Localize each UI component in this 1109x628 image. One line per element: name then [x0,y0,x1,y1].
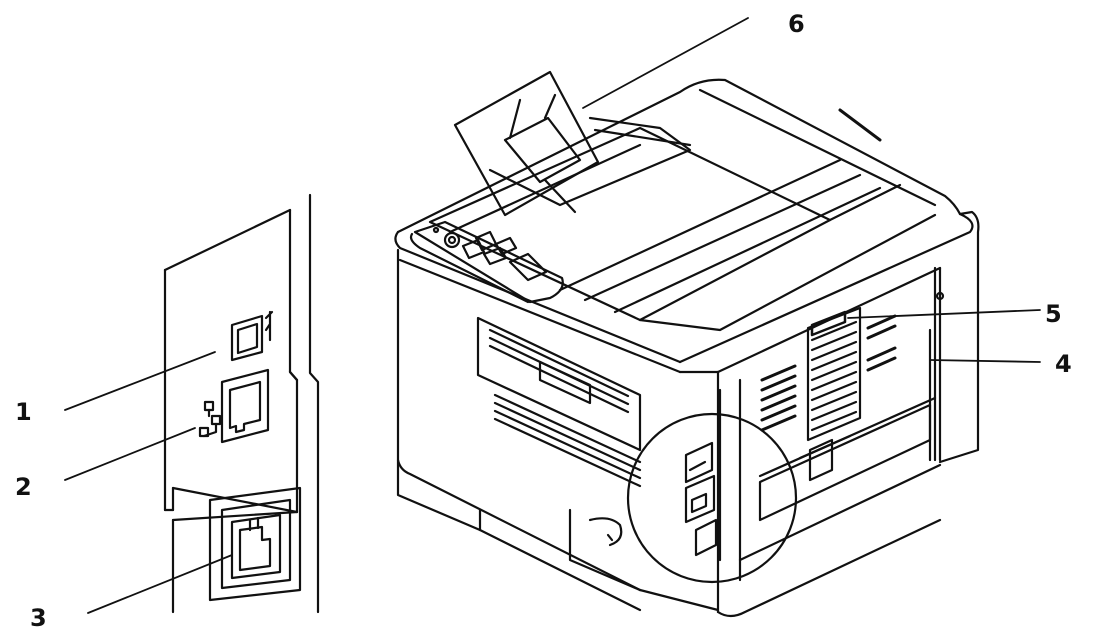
usb-port-icon [230,310,274,362]
printer-body [394,70,980,618]
callout-2: 2 [15,473,32,501]
port-panel-detail [163,193,320,614]
callout-leaders [64,17,1041,614]
leader-1 [64,351,216,411]
power-socket-icon [208,486,302,602]
leader-4 [929,359,1041,363]
callout-labels: 1 2 3 4 5 6 [15,10,1072,628]
leader-2 [64,427,196,481]
output-tray [453,70,692,217]
callout-4: 4 [1055,350,1072,378]
callout-5: 5 [1045,300,1062,328]
leader-6 [582,17,749,109]
control-panel-icon [409,220,564,304]
callout-6: 6 [788,10,805,38]
network-port-icon [198,368,270,444]
leader-3 [87,554,233,614]
leader-5 [847,309,1041,319]
callout-1: 1 [15,398,32,426]
callout-3: 3 [30,604,47,628]
